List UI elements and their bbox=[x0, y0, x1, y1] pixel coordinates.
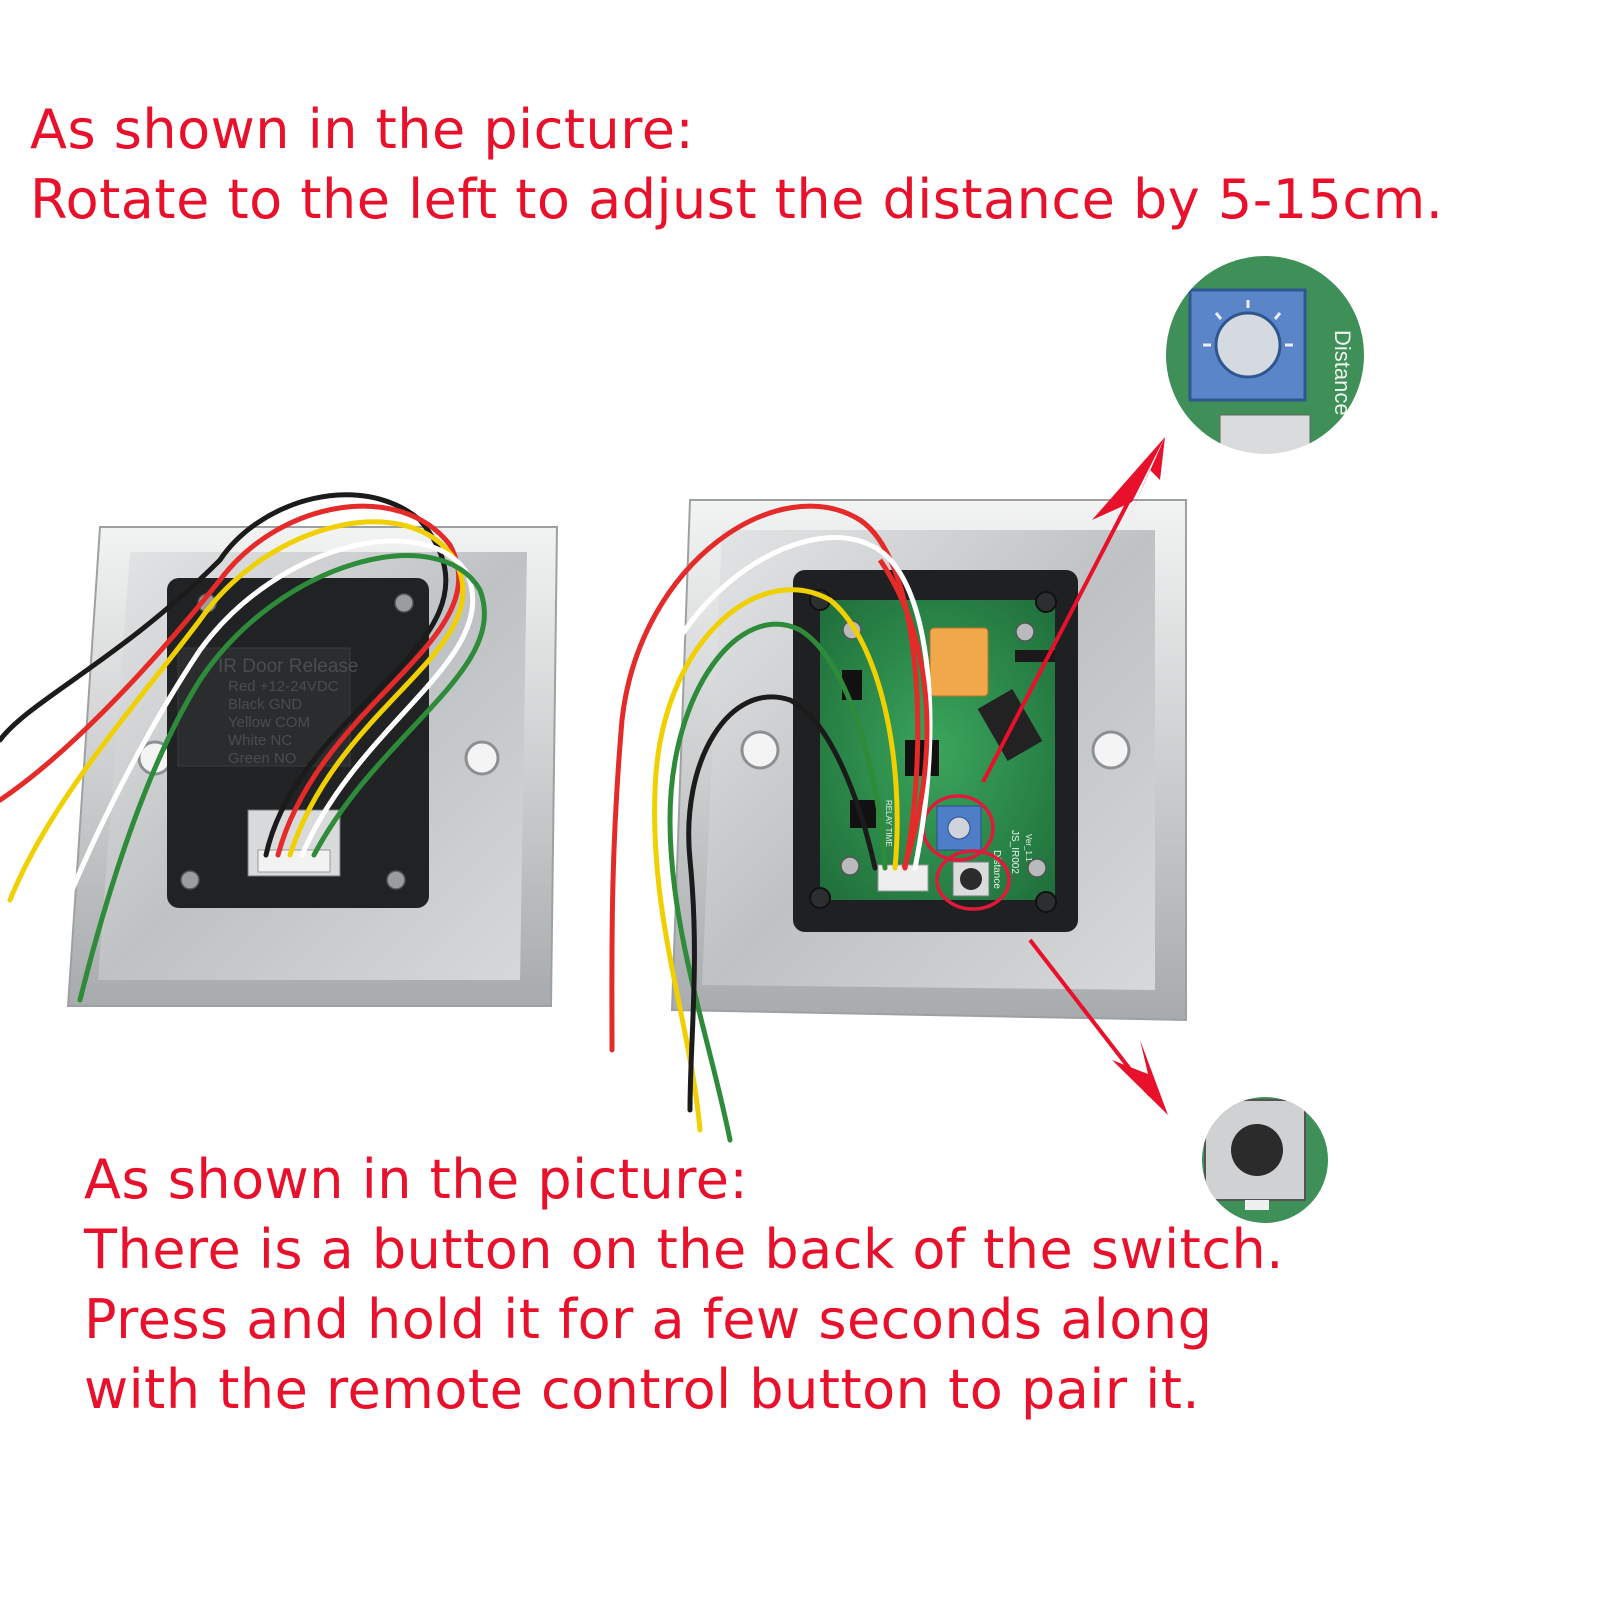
screw-icon bbox=[180, 870, 200, 890]
adjust-knob-icon bbox=[1214, 311, 1282, 379]
arrow-head-icon bbox=[1112, 1040, 1168, 1115]
button-cap-icon bbox=[1231, 1124, 1283, 1176]
mounting-hole bbox=[464, 740, 500, 776]
pcb-knob-label: Distance bbox=[991, 850, 1002, 889]
embossed-label-row: White NC bbox=[228, 732, 292, 749]
bottom-caption-line-3: Press and hold it for a few seconds alon… bbox=[84, 1288, 1213, 1351]
pcb-board-rev: Ver_1.1 bbox=[1024, 834, 1033, 862]
pcb-board-id: JS_IR002 bbox=[1009, 830, 1020, 874]
wire-bundle bbox=[609, 503, 933, 1143]
bottom-caption-line-2: There is a button on the back of the swi… bbox=[84, 1218, 1284, 1281]
button-cap-icon bbox=[960, 868, 982, 890]
embossed-label-title: IR Door Release bbox=[218, 656, 358, 677]
embossed-label-row: Red +12-24VDC bbox=[228, 678, 339, 695]
top-caption-line-1: As shown in the picture: bbox=[30, 98, 695, 161]
embossed-label-row: Black GND bbox=[228, 696, 302, 713]
wire-bundle bbox=[0, 492, 487, 1003]
mounting-hole bbox=[1091, 730, 1131, 770]
button-highlight-circle bbox=[935, 849, 1011, 911]
screw-icon bbox=[1015, 622, 1035, 642]
embossed-label: IR Door Release Red +12-24VDC Black GND … bbox=[218, 656, 358, 767]
callout-arrows bbox=[981, 437, 1168, 1115]
right-switch-open: Distance JS_IR002 Ver_1.1 RELAY TIME bbox=[609, 499, 1187, 1143]
potentiometer-zoom-inset: Distance bbox=[1165, 255, 1365, 455]
pair-button bbox=[952, 861, 990, 897]
top-instruction-caption: As shown in the picture: Rotate to the l… bbox=[30, 95, 1443, 235]
arrow-head-icon bbox=[1128, 437, 1165, 520]
bottom-caption-line-1: As shown in the picture: bbox=[84, 1148, 749, 1211]
bottom-instruction-caption: As shown in the picture: There is a butt… bbox=[84, 1145, 1284, 1425]
screw-icon bbox=[1027, 858, 1047, 878]
top-caption-line-2: Rotate to the left to adjust the distanc… bbox=[30, 168, 1444, 231]
screw-icon bbox=[386, 870, 406, 890]
zoom-knob-label: Distance bbox=[1330, 330, 1355, 416]
screw-icon bbox=[394, 593, 414, 613]
pcb-small-text: RELAY TIME bbox=[884, 800, 893, 847]
left-switch-back: IR Door Release Red +12-24VDC Black GND … bbox=[0, 492, 559, 1007]
pair-button-zoom-inset bbox=[1202, 1097, 1328, 1223]
bottom-caption-line-4: with the remote control button to pair i… bbox=[84, 1358, 1201, 1421]
relay-component bbox=[929, 627, 989, 697]
adjust-knob-icon bbox=[947, 816, 971, 840]
embossed-label-row: Green NO bbox=[228, 750, 296, 767]
arrow-head-icon bbox=[1092, 437, 1165, 520]
embossed-label-row: Yellow COM bbox=[228, 714, 310, 731]
mounting-hole bbox=[740, 730, 780, 770]
arrow-to-knob-zoom bbox=[981, 459, 1152, 783]
screw-icon bbox=[840, 856, 860, 876]
